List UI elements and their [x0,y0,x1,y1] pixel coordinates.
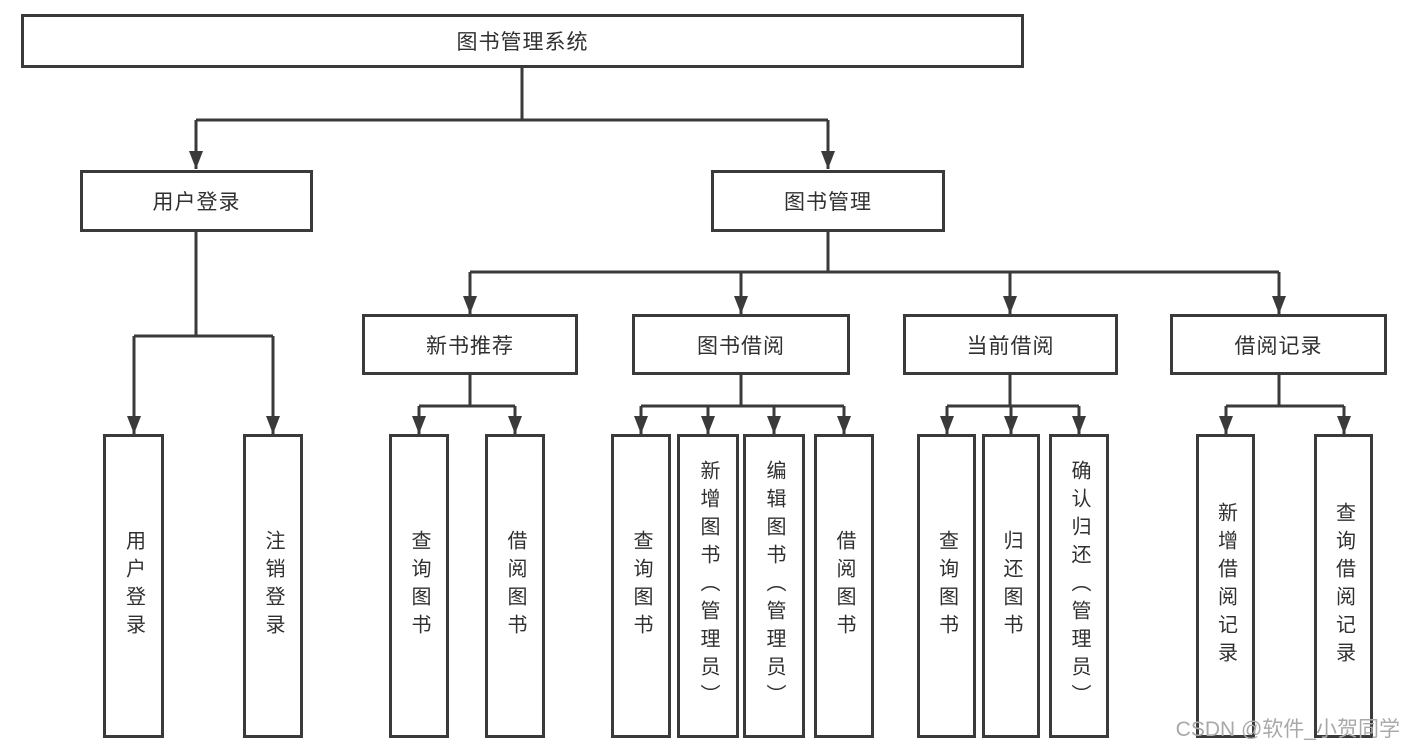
wire-root-to-level2 [194,68,830,169]
leaf-current-query-book: 查询图书 [917,434,976,738]
watermark: CSDN @软件_小贺同学 [1175,718,1400,741]
leaf-recommend-query-book: 查询图书 [389,434,449,738]
leaf-return-book: 归还图书 [982,434,1040,738]
leaf-user-login-label: 用户登录 [122,530,145,642]
leaf-logout: 注销登录 [243,434,303,738]
node-borrow-record: 借阅记录 [1170,314,1387,375]
leaf-query-borrow-record: 查询借阅记录 [1314,434,1373,738]
leaf-edit-book-admin: 编辑图书（管理员） [743,434,805,738]
leaf-add-book-admin: 新增图书（管理员） [677,434,739,738]
node-book-management-label: 图书管理 [784,191,872,214]
leaf-confirm-return-admin: 确认归还（管理员） [1049,434,1109,738]
node-book-borrow-label: 图书借阅 [697,334,785,358]
node-root-label: 图书管理系统 [456,31,589,54]
node-book-management: 图书管理 [711,170,945,232]
node-new-book-recommend: 新书推荐 [362,314,578,375]
wire-newbookrec-to-leaves [417,375,517,434]
node-user-login: 用户登录 [80,170,313,232]
node-root: 图书管理系统 [21,14,1024,68]
leaf-user-login: 用户登录 [103,434,164,738]
leaf-borrow-borrow-book: 借阅图书 [814,434,874,738]
leaf-recommend-borrow-book: 借阅图书 [485,434,545,738]
leaf-add-borrow-record-label: 新增借阅记录 [1214,502,1237,670]
leaf-logout-label: 注销登录 [262,530,284,642]
leaf-confirm-return-admin-label: 确认归还（管理员） [1068,460,1090,712]
leaf-borrow-query-book: 查询图书 [611,434,671,738]
wire-bookmgmt-to-level3 [468,232,1281,314]
leaf-current-query-book-label: 查询图书 [935,530,958,642]
node-book-borrow: 图书借阅 [632,314,850,375]
node-current-borrow-label: 当前借阅 [966,334,1055,358]
wire-bookborrow-to-leaves [639,375,846,434]
leaf-borrow-borrow-book-label: 借阅图书 [833,530,855,642]
leaf-recommend-borrow-book-label: 借阅图书 [504,530,526,642]
node-current-borrow: 当前借阅 [903,314,1118,375]
leaf-add-book-admin-label: 新增图书（管理员） [697,460,719,712]
leaf-query-borrow-record-label: 查询借阅记录 [1332,502,1355,670]
leaf-recommend-query-book-label: 查询图书 [408,530,430,642]
node-new-book-recommend-label: 新书推荐 [426,334,514,358]
node-user-login-label: 用户登录 [152,191,241,214]
leaf-edit-book-admin-label: 编辑图书（管理员） [763,460,785,712]
wire-userlogin-to-leaves [132,232,275,434]
leaf-add-borrow-record: 新增借阅记录 [1196,434,1255,738]
node-borrow-record-label: 借阅记录 [1234,334,1323,358]
leaf-borrow-query-book-label: 查询图书 [630,530,652,642]
wire-borrowrecord-to-leaves [1224,375,1346,434]
leaf-return-book-label: 归还图书 [1000,530,1022,642]
